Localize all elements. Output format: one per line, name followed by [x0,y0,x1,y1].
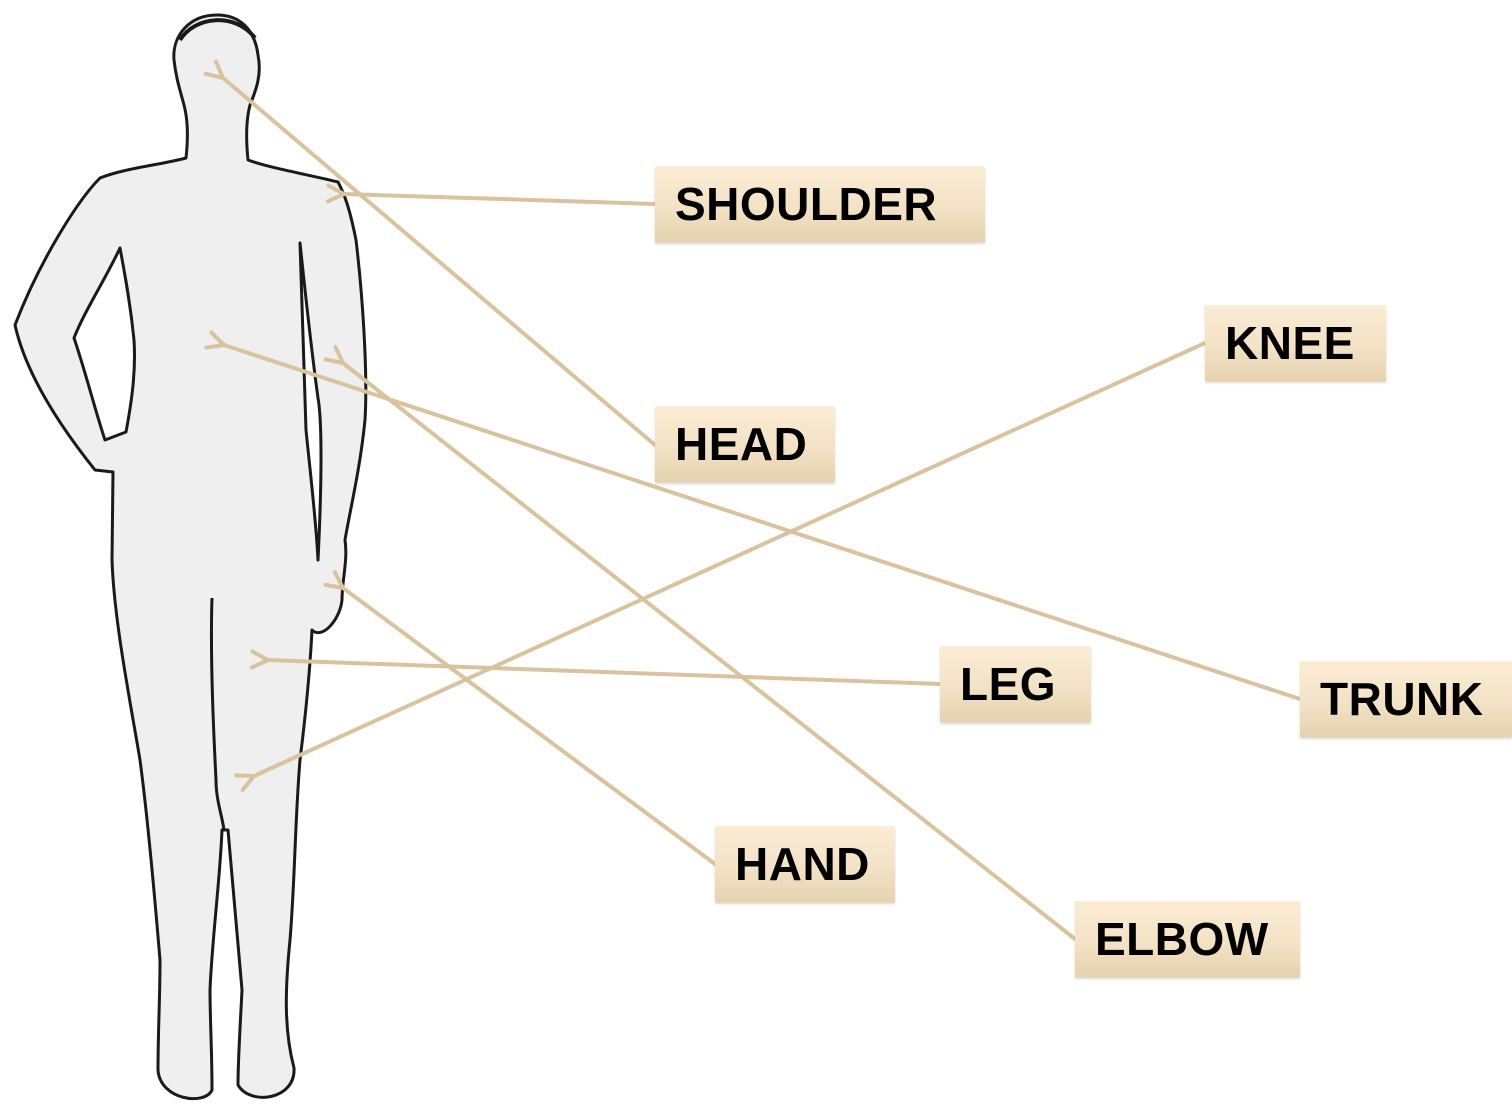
arrow-hand [343,588,715,864]
label-hand-text: HAND [735,837,870,891]
label-leg-text: LEG [960,657,1056,711]
label-knee-text: KNEE [1225,316,1355,370]
label-head: HEAD [655,406,835,482]
label-trunk-text: TRUNK [1320,672,1483,726]
label-leg: LEG [940,646,1091,722]
human-silhouette [15,15,366,1099]
body-outline [15,15,366,1099]
label-elbow: ELBOW [1075,901,1300,977]
label-shoulder: SHOULDER [655,166,985,242]
label-head-text: HEAD [675,417,807,471]
label-hand: HAND [715,826,895,902]
label-knee: KNEE [1205,305,1386,381]
arrow-shoulder [344,194,655,204]
label-trunk: TRUNK [1300,661,1512,737]
arrow-leg [268,660,940,684]
label-shoulder-text: SHOULDER [675,177,937,231]
label-elbow-text: ELBOW [1095,912,1269,966]
